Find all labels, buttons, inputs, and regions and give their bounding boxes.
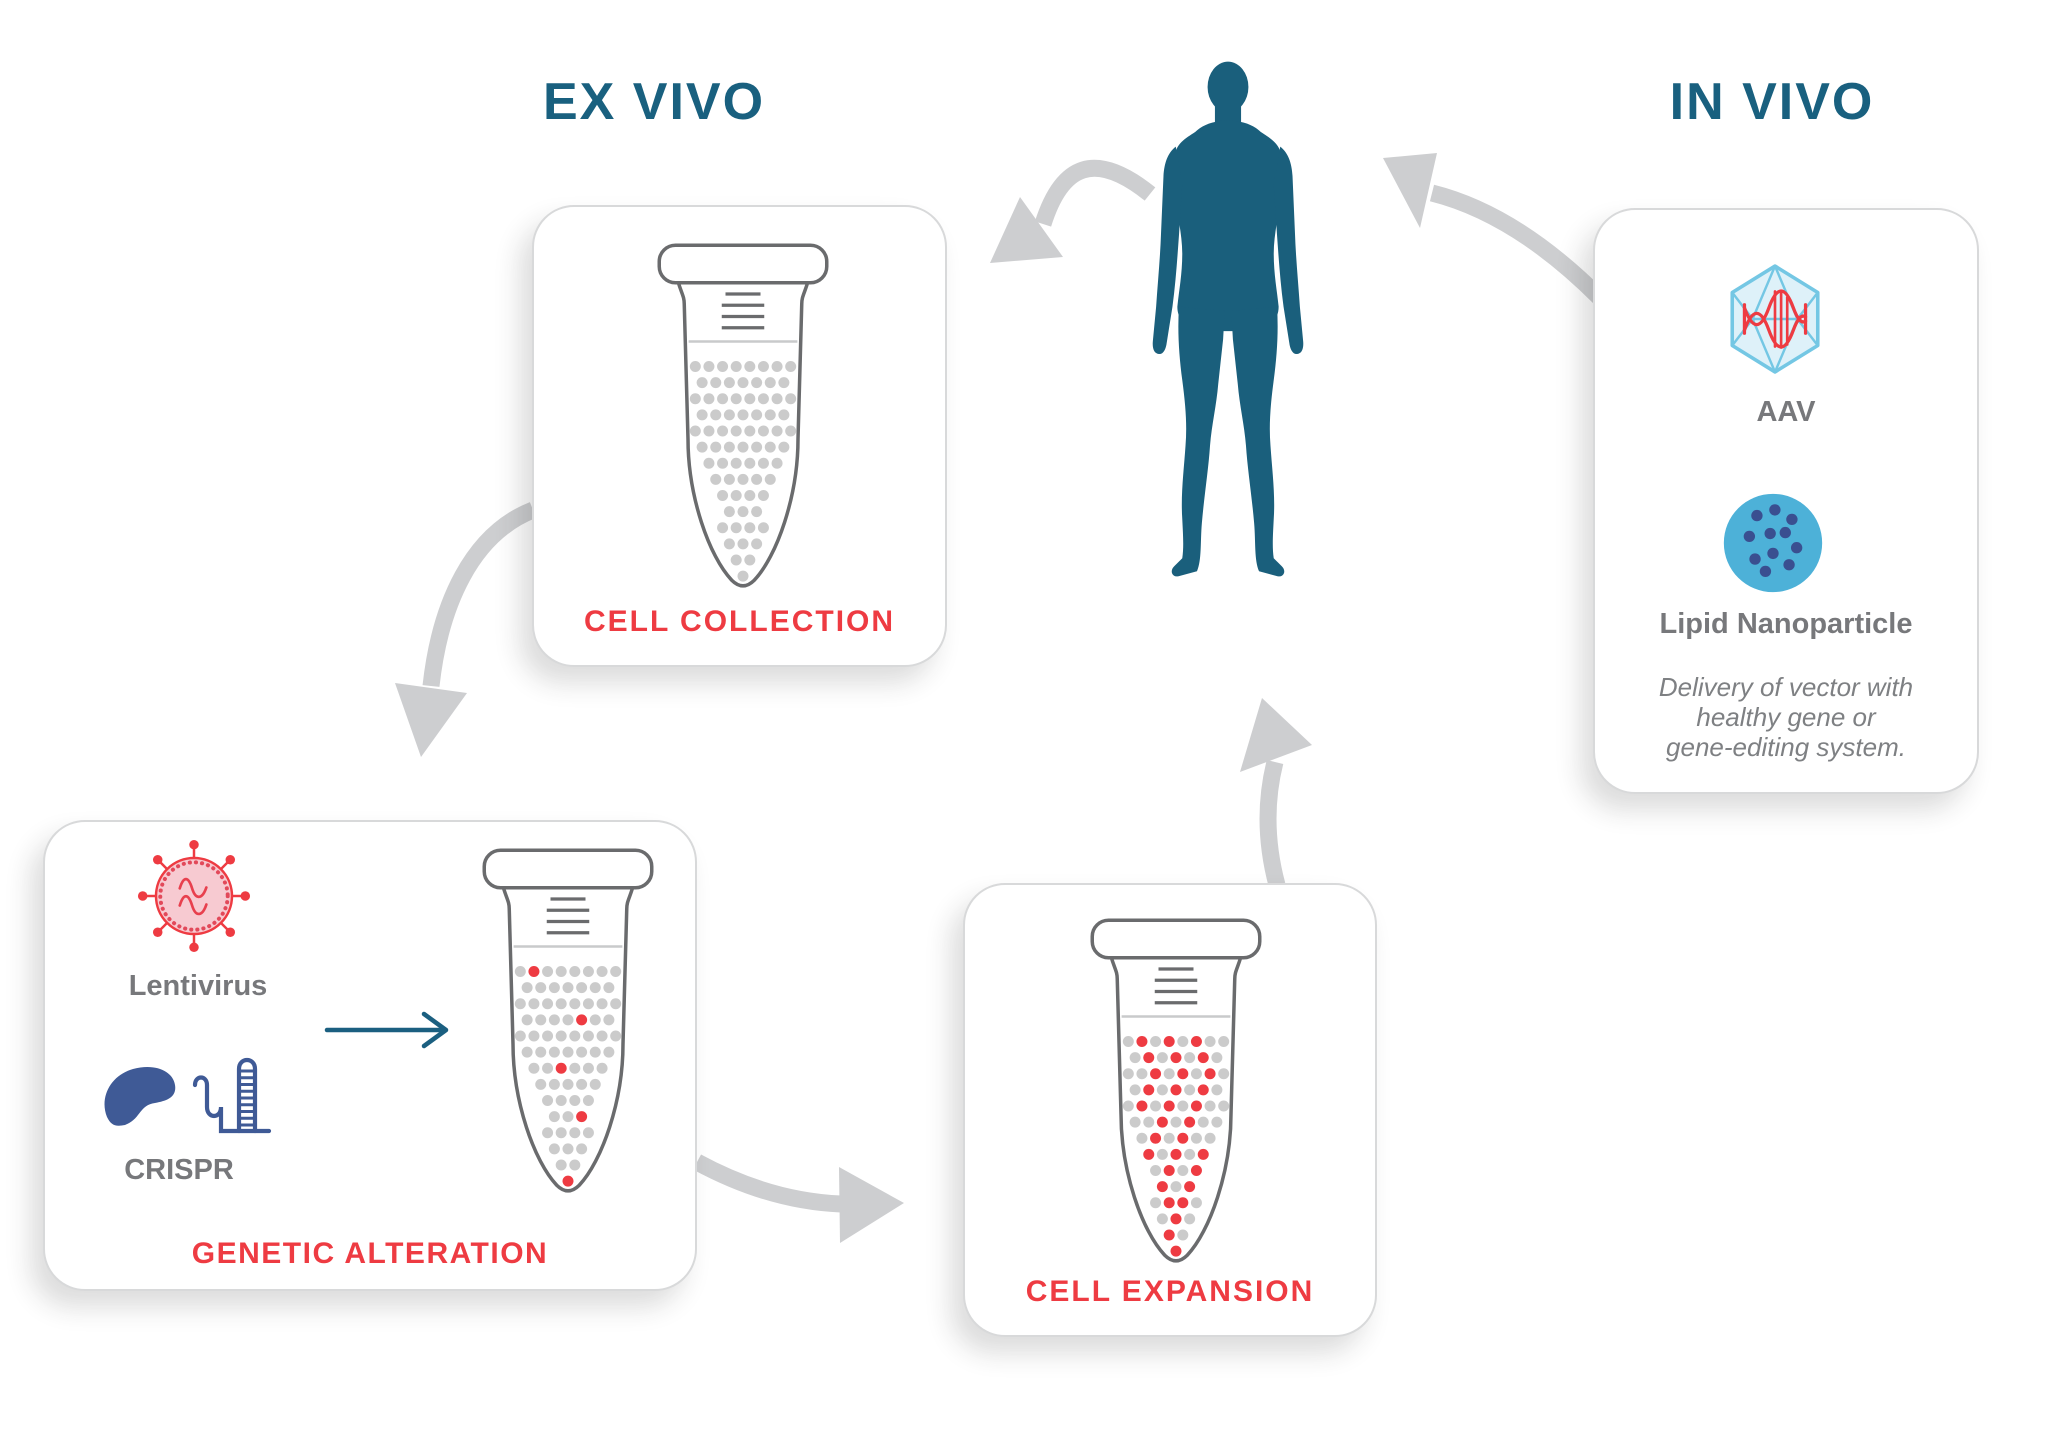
arrow-human-to-collection [1034,159,1156,227]
arrow-invivo-to-human [1429,184,1607,305]
cell-collection-tube-icon [657,243,829,588]
description-line: gene-editing system. [1666,732,1906,762]
lentivirus-icon [137,839,251,953]
in-vivo-title: IN VIVO [1669,73,1875,131]
arrow-expansion-to-human [1259,759,1286,888]
lentivirus-label: Lentivirus [128,970,268,1002]
tube-cells [1090,918,1262,1263]
transduction-arrow-icon [324,1011,449,1049]
tube-cells [657,243,829,588]
description-line: healthy gene or [1696,702,1876,732]
lipid-nanoparticle-icon [1723,493,1823,593]
aav-capsid-icon [1730,264,1820,374]
cell-expansion-card: CELL EXPANSION [963,883,1377,1337]
in-vivo-description: Delivery of vector with healthy gene or … [1631,672,1941,762]
aav-label: AAV [1756,396,1816,428]
arrow-genetic-to-expansion [692,1154,842,1213]
tube-cells [482,848,654,1193]
cell-collection-card: CELL COLLECTION [532,205,947,667]
arrowhead-invivo-to-human [1383,153,1437,228]
lipid-nanoparticle-label: Lipid Nanoparticle [1659,608,1913,640]
arrowhead-collection-to-genetic [395,683,467,757]
genetic-alteration-card: Lentivirus CRISPR GENETIC ALTERATION [43,820,697,1291]
arrowhead-human-to-collection [990,197,1063,263]
genetic-alteration-tube-icon [482,848,654,1193]
ex-vivo-title: EX VIVO [542,73,766,131]
arrow-collection-to-genetic [422,502,537,687]
human-silhouette-icon [1152,61,1304,577]
cell-collection-label: CELL COLLECTION [583,605,896,638]
crispr-cas9-icon [104,1057,272,1134]
in-vivo-card: AAV Lipid Nanoparticle Delivery of vecto… [1593,208,1979,794]
description-line: Delivery of vector with [1658,672,1914,702]
crispr-label: CRISPR [124,1154,234,1186]
arrowhead-genetic-to-expansion [839,1167,904,1243]
genetic-alteration-label: GENETIC ALTERATION [191,1237,549,1270]
arrowhead-expansion-to-human [1240,698,1312,772]
cell-expansion-tube-icon [1090,918,1262,1263]
cell-expansion-label: CELL EXPANSION [1025,1275,1315,1308]
